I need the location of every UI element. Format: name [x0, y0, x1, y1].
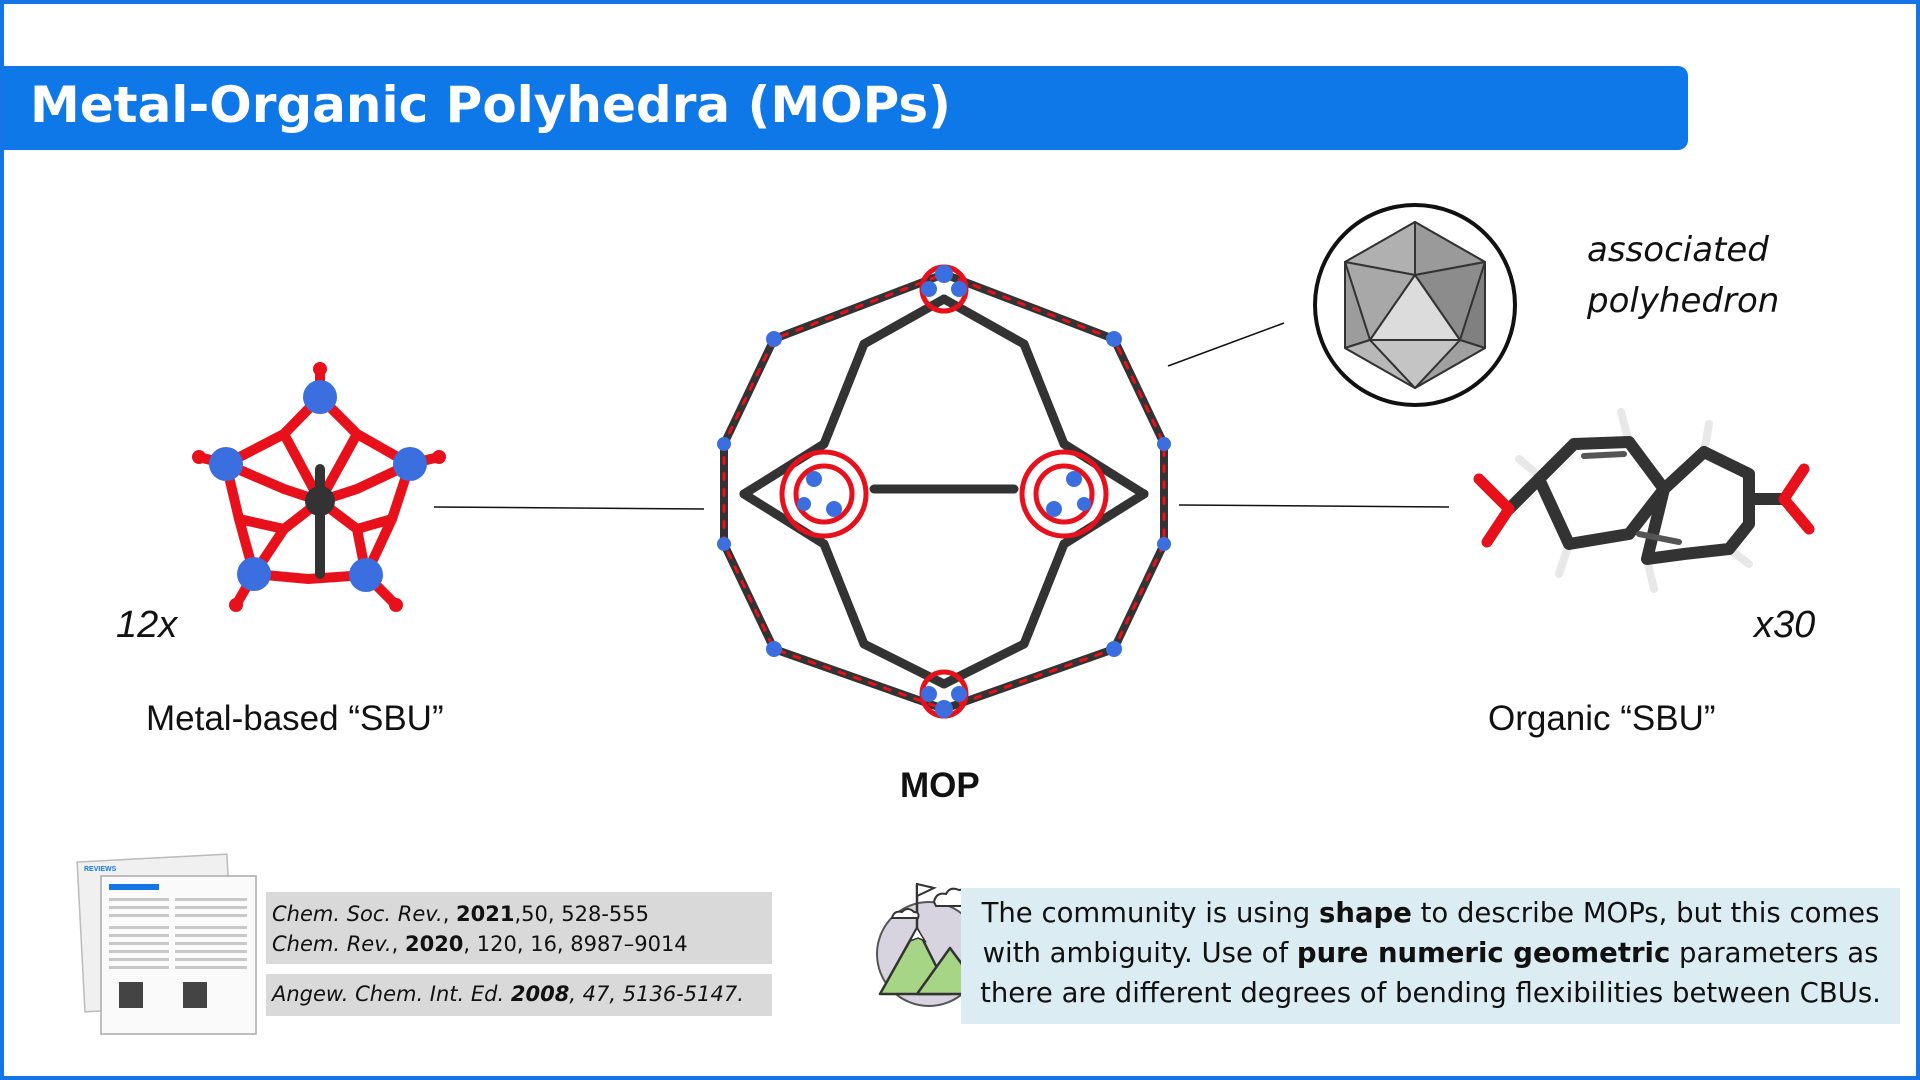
reference-1-rest: ,50, 528-555 — [514, 902, 650, 926]
references-box-2 — [266, 974, 772, 1016]
reference-3-year: 2008 — [510, 982, 570, 1006]
paper-thumb-header: REVIEWS — [84, 866, 117, 873]
note-part-2: to describe MOPs, but this comes with am… — [982, 897, 1880, 969]
reference-2: Chem. Rev., 2020, 120, 16, 8987–9014 — [272, 932, 688, 956]
metal-sbu-label: Metal-based “SBU” — [146, 699, 444, 738]
polyhedron-label-line2: polyhedron — [1587, 281, 1780, 321]
mop-label: MOP — [900, 766, 980, 805]
note-box: The community is using shape to describe… — [961, 888, 1900, 1024]
references-box-1 — [266, 892, 772, 964]
reference-2-year: 2020 — [404, 932, 464, 956]
reference-1-journal: Chem. Soc. Rev. — [272, 902, 443, 926]
reference-1: Chem. Soc. Rev., 2021,50, 528-555 — [272, 902, 649, 926]
organic-sbu-molecule — [1473, 408, 1815, 593]
slide-title: Metal-Organic Polyhedra (MOPs) — [30, 76, 951, 134]
metal-sbu-count: 12x — [116, 604, 178, 646]
reference-2-journal: Chem. Rev. — [272, 932, 392, 956]
organic-sbu-label: Organic “SBU” — [1488, 699, 1716, 738]
reference-2-sep: , — [391, 932, 405, 956]
reference-3-journal: Angew. Chem. Int. Ed. — [272, 982, 511, 1006]
icosahedron-icon — [1313, 203, 1517, 407]
polyhedron-label: associated polyhedron — [1587, 225, 1779, 327]
note-part-3: parameters as there are different degree… — [980, 937, 1881, 1009]
reference-3: Angew. Chem. Int. Ed. 2008, 47, 5136-514… — [272, 982, 744, 1006]
note-bold-2: pure numeric geometric — [1296, 937, 1671, 969]
paper-thumbnails — [76, 853, 257, 1035]
note-text: The community is using shape to describe… — [961, 888, 1900, 1013]
polyhedron-label-line1: associated — [1587, 230, 1769, 270]
title-bar: Metal-Organic Polyhedra (MOPs) — [4, 66, 1688, 150]
reference-2-rest: , 120, 16, 8987–9014 — [463, 932, 688, 956]
connector-line-polyhedron — [1167, 322, 1285, 367]
reference-3-rest: , 47, 5136-5147. — [569, 982, 744, 1006]
reference-1-sep: , — [442, 902, 457, 926]
organic-sbu-count: x30 — [1754, 604, 1816, 646]
note-part-1: The community is using — [981, 897, 1320, 929]
mop-cage-structure — [717, 264, 1171, 719]
metal-sbu-molecule — [192, 362, 446, 612]
reference-1-year: 2021 — [456, 902, 515, 926]
connector-line-left — [433, 506, 705, 510]
connector-line-right — [1178, 504, 1450, 508]
note-bold-1: shape — [1319, 897, 1412, 929]
